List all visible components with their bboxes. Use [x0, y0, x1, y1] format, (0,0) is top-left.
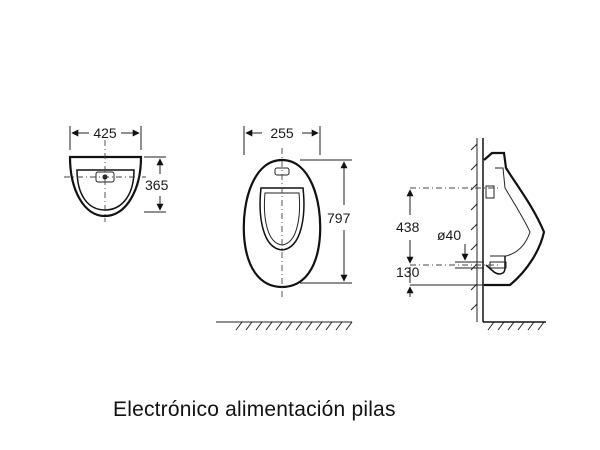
front-view-bowl	[259, 187, 305, 251]
top-view: 425 365	[64, 125, 169, 222]
side-view-urinal-profile	[483, 151, 546, 287]
front-view: 255 797	[216, 125, 353, 331]
front-view-width-label: 255	[270, 125, 294, 141]
front-view-sensor	[274, 167, 290, 176]
side-view: 438 ø40 130	[396, 138, 546, 331]
caption: Electrónico alimentación pilas	[113, 398, 396, 421]
side-view-pipe-label: ø40	[437, 227, 461, 243]
side-view-lower-label: 130	[396, 264, 420, 280]
side-view-upper-label: 438	[396, 219, 420, 235]
top-view-width-label: 425	[93, 125, 117, 141]
top-view-depth-label: 365	[145, 177, 169, 193]
top-view-bowl-outline	[68, 155, 143, 218]
front-view-height-label: 797	[327, 210, 351, 226]
